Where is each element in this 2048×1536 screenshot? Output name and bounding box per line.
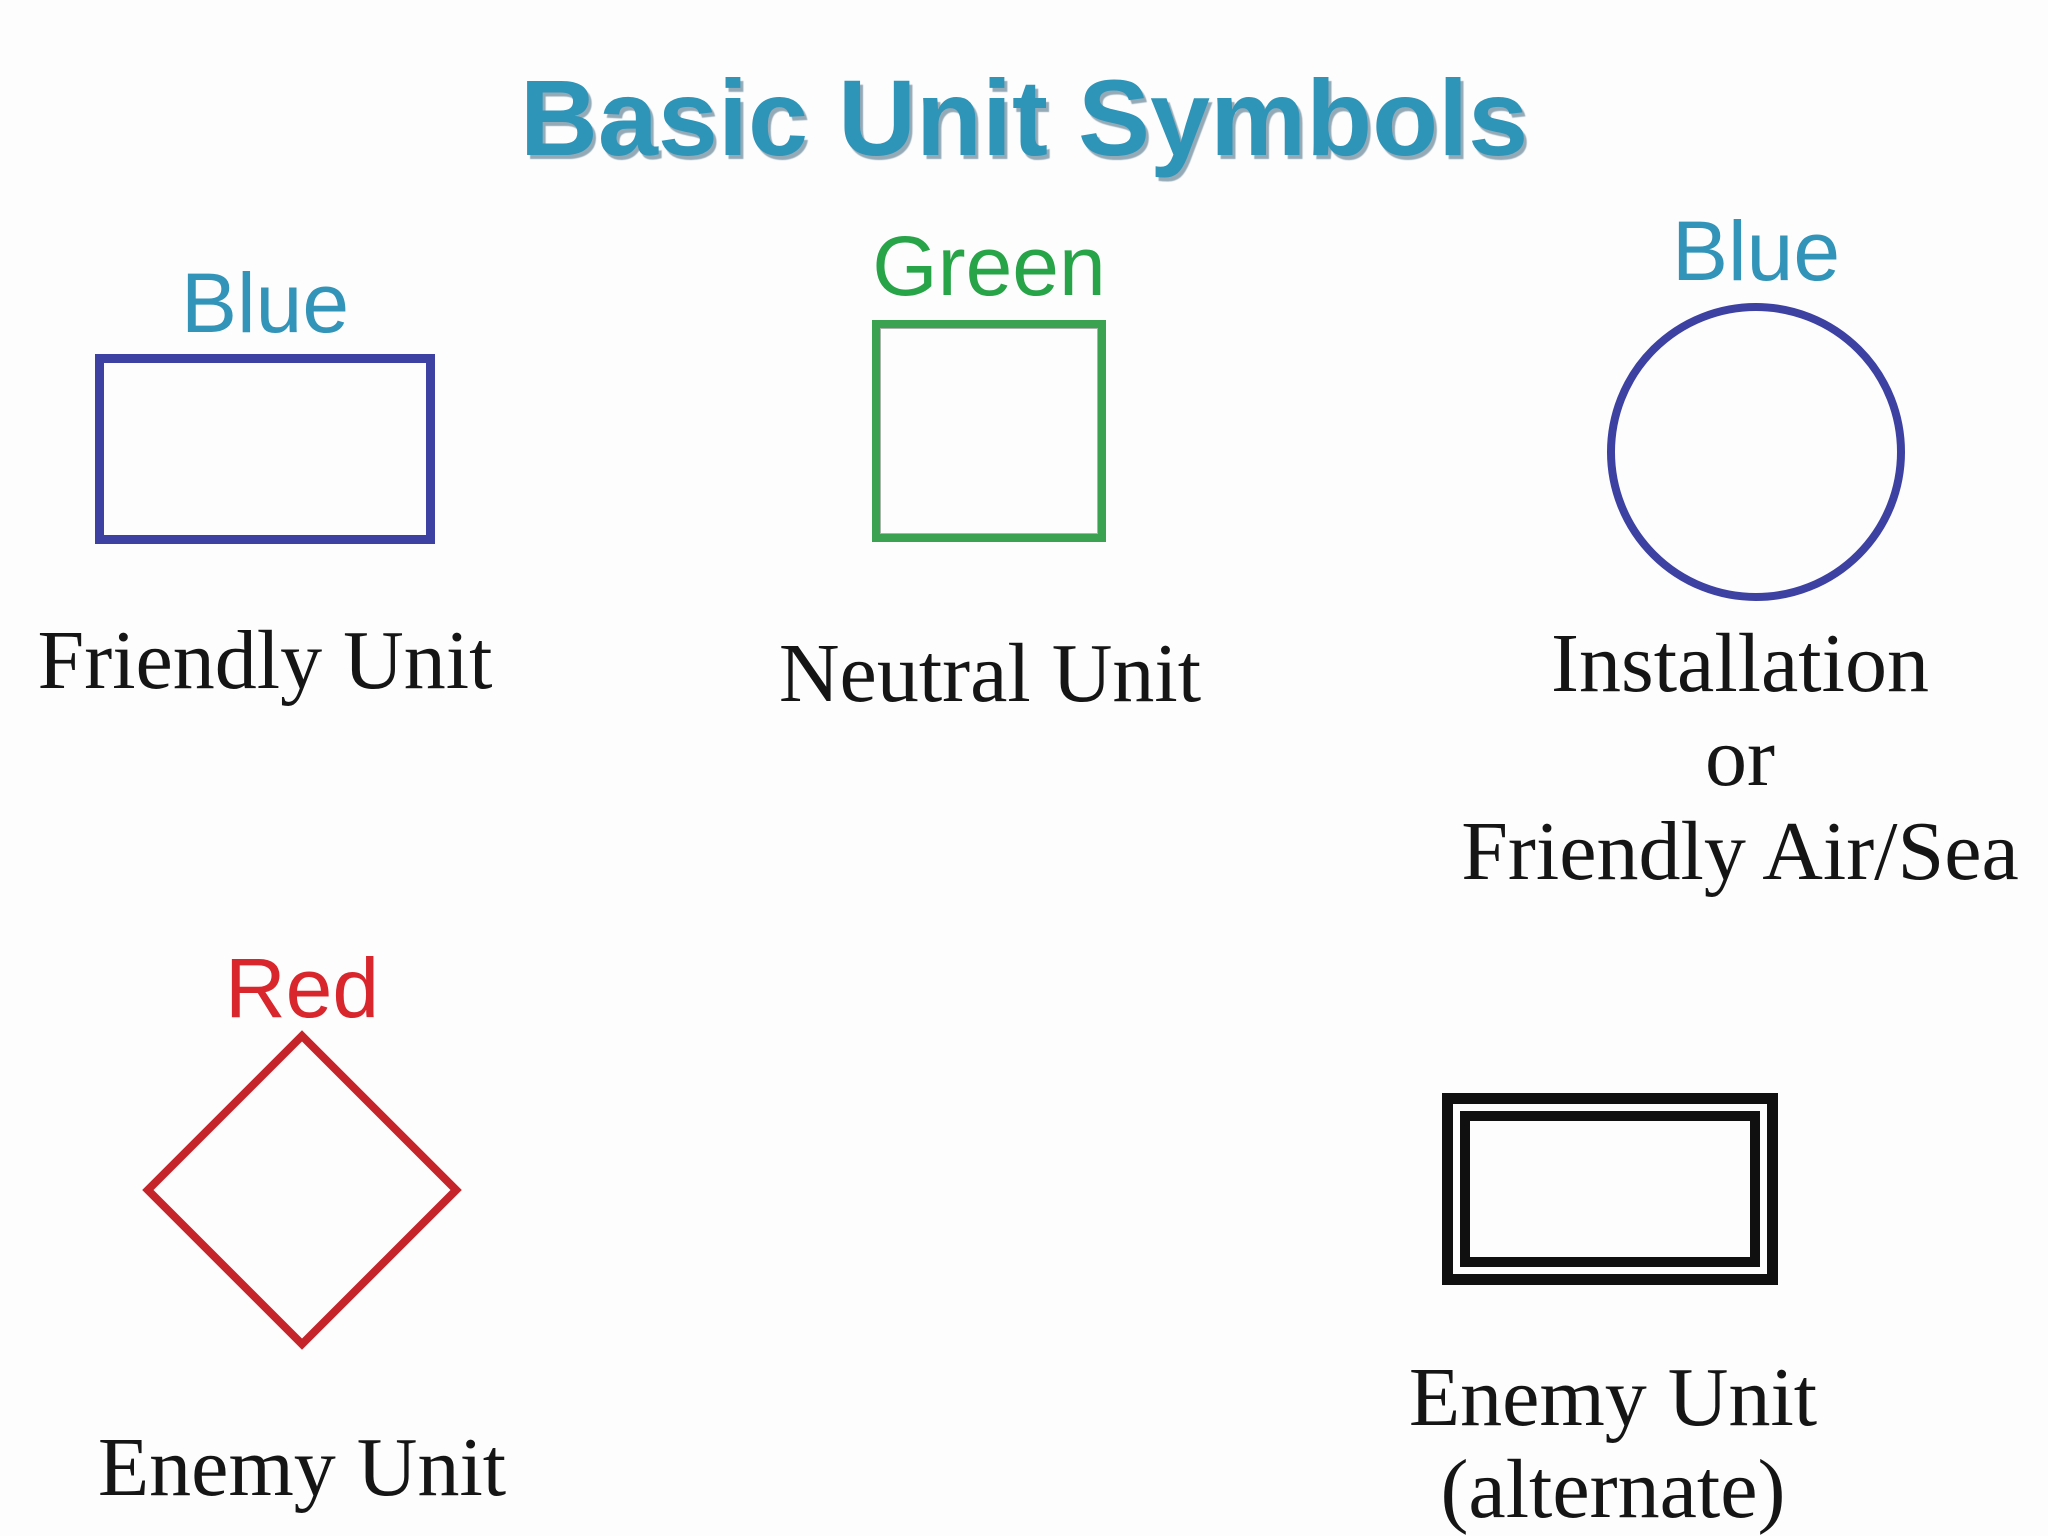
friendly-unit-rectangle-icon: [95, 354, 435, 544]
double-rectangle-inner-border: [1460, 1111, 1760, 1267]
enemy-unit-alternate-double-rectangle-icon: [1442, 1093, 1778, 1285]
page-title: Basic Unit Symbols: [519, 57, 1529, 178]
installation-caption: Installation or Friendly Air/Sea: [1440, 617, 2040, 899]
enemy-alt-caption-line2: (alternate): [1440, 1443, 1786, 1536]
friendly-color-label: Blue: [180, 256, 350, 350]
installation-circle-icon: [1607, 303, 1905, 601]
friendly-unit-caption: Friendly Unit: [37, 614, 493, 707]
enemy-unit-caption: Enemy Unit: [97, 1421, 507, 1514]
enemy-alt-caption-line1: Enemy Unit: [1408, 1351, 1818, 1444]
installation-caption-line2: or: [1705, 711, 1775, 804]
installation-caption-line3: Friendly Air/Sea: [1461, 805, 2019, 898]
enemy-unit-alternate-caption: Enemy Unit (alternate): [1343, 1352, 1883, 1536]
installation-color-label: Blue: [1671, 204, 1841, 298]
installation-caption-line1: Installation: [1551, 617, 1929, 710]
enemy-unit-diamond-icon: [142, 1030, 462, 1350]
enemy-color-label: Red: [224, 941, 380, 1035]
neutral-color-label: Green: [872, 219, 1106, 313]
neutral-unit-square-icon: [872, 320, 1106, 542]
neutral-unit-caption: Neutral Unit: [778, 627, 1202, 720]
